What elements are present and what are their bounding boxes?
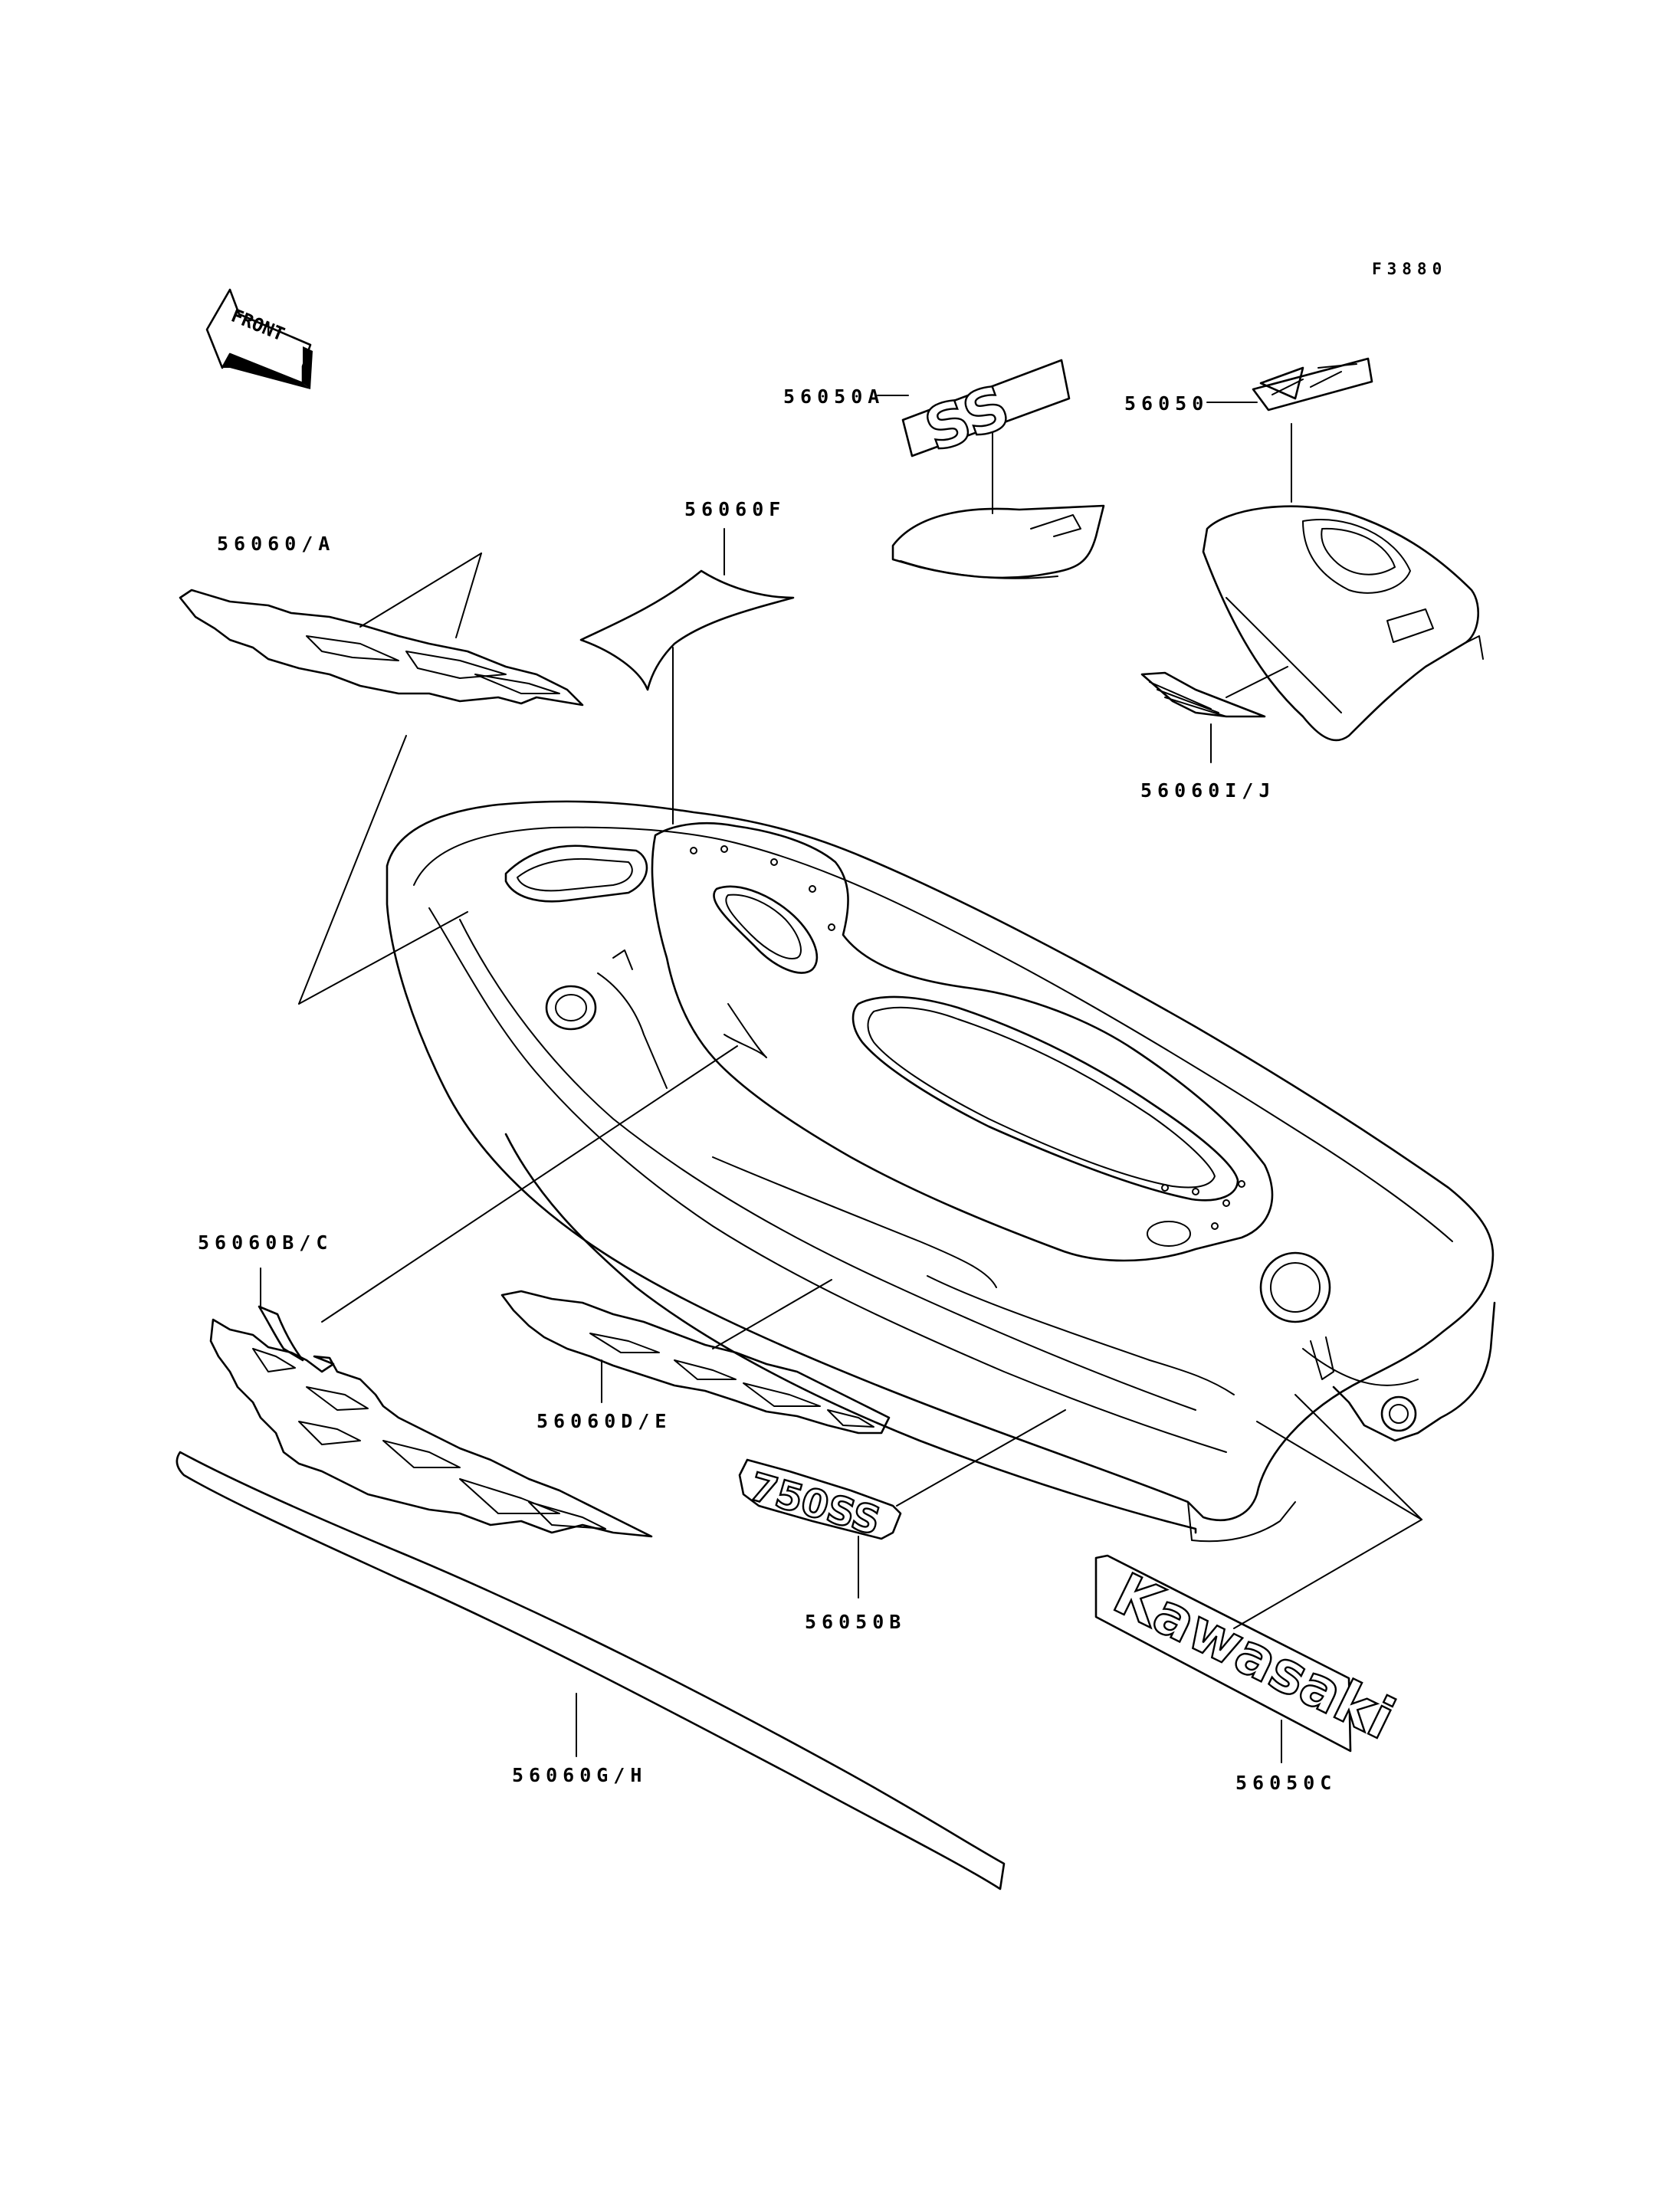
- decal-56050b: 750SS: [738, 1458, 902, 1545]
- ss-decal-text: SS: [917, 372, 1019, 466]
- callout-56060gh: 56060G/H: [512, 1764, 647, 1786]
- decal-56050: [1252, 357, 1373, 412]
- decal-56060gh: [176, 1451, 1006, 1890]
- decal-56050a: SS: [901, 359, 1071, 467]
- callout-56050a: 56050A: [783, 385, 884, 408]
- callout-56060f: 56060F: [684, 498, 786, 520]
- callout-56050b: 56050B: [805, 1611, 906, 1633]
- decal-56050c: Kawasaki: [1094, 1554, 1405, 1753]
- cowl-part: [1202, 505, 1484, 742]
- figure-code: F3880: [1372, 260, 1447, 278]
- decal-56060ij: [1140, 671, 1266, 718]
- front-arrow-icon: FRONT: [205, 288, 313, 389]
- callout-56060ij: 56060I/J: [1140, 779, 1275, 802]
- callout-56050c: 56050C: [1235, 1772, 1337, 1794]
- model-decal-text: 750SS: [745, 1464, 885, 1544]
- jetski-hull: [386, 800, 1496, 1543]
- brand-decal-text: Kawasaki: [1104, 1561, 1404, 1753]
- hood-cover: [891, 504, 1105, 579]
- callout-56050: 56050: [1124, 392, 1209, 415]
- decal-56060de: [500, 1290, 891, 1435]
- decal-56060f: [579, 569, 795, 691]
- decal-56060a: [179, 589, 584, 707]
- decal-56060bc: [209, 1305, 653, 1538]
- callout-56060bc: 56060B/C: [198, 1231, 333, 1254]
- callout-56060de: 56060D/E: [536, 1410, 671, 1432]
- callout-56060a: 56060/A: [217, 533, 335, 555]
